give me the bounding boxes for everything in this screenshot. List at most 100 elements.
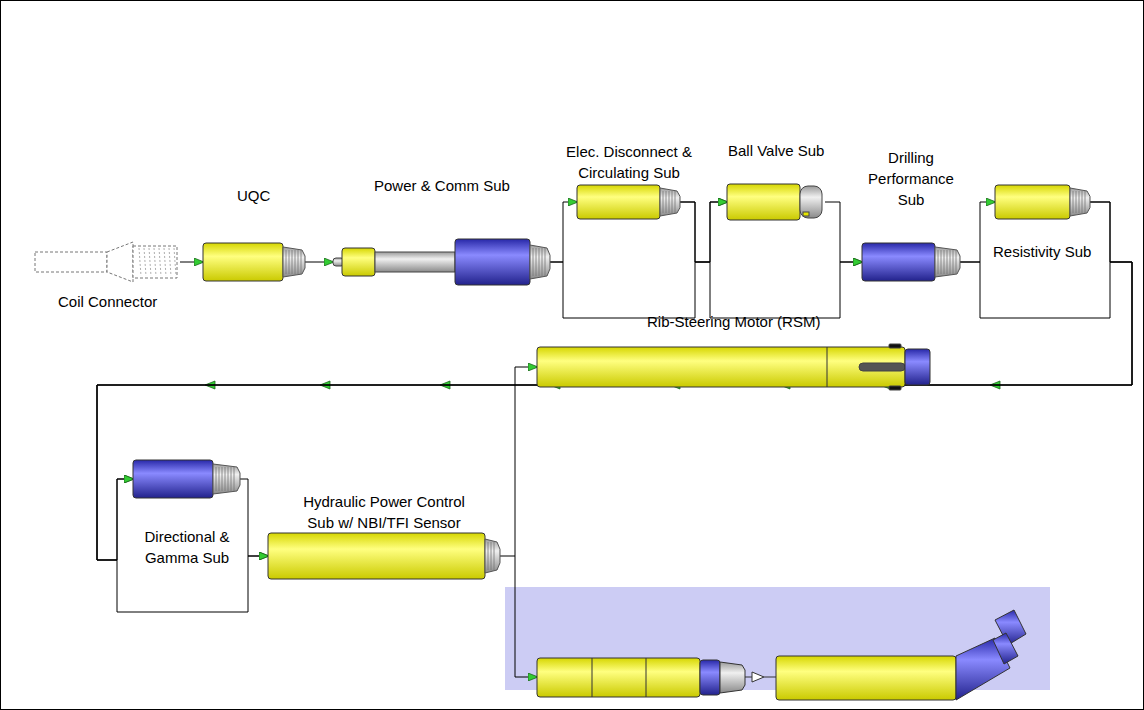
dashed-thread	[139, 248, 141, 276]
thread-pin	[935, 247, 960, 277]
thread-pin	[213, 464, 240, 494]
thread-line	[231, 467, 232, 491]
thread-pin	[530, 245, 550, 279]
sub-drawing	[133, 460, 240, 498]
sub-drawing	[577, 185, 680, 219]
tool-sub: Ball Valve Sub	[727, 184, 825, 220]
thread-line	[292, 250, 293, 274]
tool-sub: Directional & Gamma Sub	[133, 460, 240, 498]
sub-body	[203, 243, 283, 281]
sub-label: Coil Connector	[58, 291, 157, 312]
sub-label: Rib-Steering Motor (RSM)	[647, 311, 820, 332]
tool-sub: Resistivity Sub	[995, 185, 1090, 219]
thread-line	[228, 467, 229, 491]
sub-drawing	[35, 241, 180, 283]
dashed-thread	[149, 248, 151, 276]
thread-line	[488, 542, 489, 570]
thread-line	[956, 250, 957, 274]
sub-label: Ball Valve Sub	[728, 140, 824, 161]
sub-label: Hydraulic Power Control Sub w/ NBI/TFI S…	[289, 491, 479, 533]
thread-line	[225, 467, 226, 491]
tool-sub: Elec. Disconnect & Circulating Sub	[577, 185, 680, 219]
sub-body	[455, 239, 530, 285]
branch-line	[515, 556, 537, 677]
thread-line	[953, 250, 954, 274]
thread-line	[938, 250, 939, 274]
flow-connector	[550, 202, 577, 262]
thread-line	[539, 248, 540, 276]
thread-line	[1076, 191, 1077, 213]
thread-line	[219, 467, 220, 491]
thread-line	[663, 191, 664, 213]
sub-drawing	[203, 243, 305, 281]
sub-drawing	[333, 239, 550, 285]
sub-part	[375, 252, 455, 272]
thread-line	[536, 248, 537, 276]
tool-sub: Coil Connector	[35, 241, 180, 283]
sub-body	[905, 349, 930, 385]
sub-body	[862, 243, 935, 281]
sub-body	[268, 533, 485, 579]
flow-connector	[97, 262, 1132, 560]
flow-connector	[97, 202, 1132, 560]
thread-pin	[660, 188, 680, 216]
sub-label: Elec. Disconnect & Circulating Sub	[554, 141, 704, 183]
sub-drawing	[862, 243, 960, 281]
sub-body	[133, 460, 213, 498]
thread-line	[301, 250, 302, 274]
thread-line	[491, 542, 492, 570]
motor-assembly	[537, 610, 1026, 700]
thread-line	[295, 250, 296, 274]
flow-connector	[305, 262, 333, 263]
dashed-thread	[164, 248, 166, 276]
sub-label: Directional & Gamma Sub	[132, 526, 242, 568]
sub-drawing	[268, 533, 500, 579]
thread-line	[286, 250, 287, 274]
dashed-thread	[154, 248, 156, 276]
thread-line	[542, 248, 543, 276]
thread-pin	[1070, 188, 1090, 216]
dashed-thread	[159, 248, 161, 276]
sub-label: Drilling Performance Sub	[856, 147, 966, 210]
thread-line	[1085, 191, 1086, 213]
sub-part	[800, 186, 822, 218]
dashed-thread	[174, 248, 176, 276]
tool-sub: UQC	[203, 243, 305, 281]
flow-connector	[680, 202, 727, 262]
thread-line	[1079, 191, 1080, 213]
tool-sub: Hydraulic Power Control Sub w/ NBI/TFI S…	[268, 533, 500, 579]
dashed-part	[133, 246, 177, 278]
flow-connector	[240, 479, 268, 556]
thread-line	[950, 250, 951, 274]
thread-line	[234, 467, 235, 491]
thread-line	[1082, 191, 1083, 213]
thread-line	[672, 191, 673, 213]
tool-sub: Drilling Performance Sub	[862, 243, 960, 281]
thread-line	[675, 191, 676, 213]
sub-body	[995, 185, 1070, 219]
flow-connector	[825, 202, 862, 262]
thread-line	[298, 250, 299, 274]
sub-body	[537, 347, 905, 387]
dashed-thread	[144, 248, 146, 276]
sub-label: Power & Comm Sub	[374, 175, 510, 196]
thread-pin	[485, 539, 500, 573]
sub-part	[803, 212, 809, 216]
thread-line	[545, 248, 546, 276]
thread-line	[1073, 191, 1074, 213]
thread-line	[947, 250, 948, 274]
sub-drawing	[995, 185, 1090, 219]
flow-connector	[500, 367, 537, 556]
sub-part	[859, 363, 905, 371]
dashed-part	[35, 252, 107, 272]
tool-sub: Rib-Steering Motor (RSM)	[537, 347, 930, 387]
thread-line	[669, 191, 670, 213]
sub-part	[889, 344, 901, 348]
sub-label: Resistivity Sub	[993, 241, 1091, 262]
thread-line	[216, 467, 217, 491]
thread-line	[533, 248, 534, 276]
sub-part	[889, 386, 901, 390]
thread-line	[222, 467, 223, 491]
thread-line	[944, 250, 945, 274]
thread-line	[494, 542, 495, 570]
